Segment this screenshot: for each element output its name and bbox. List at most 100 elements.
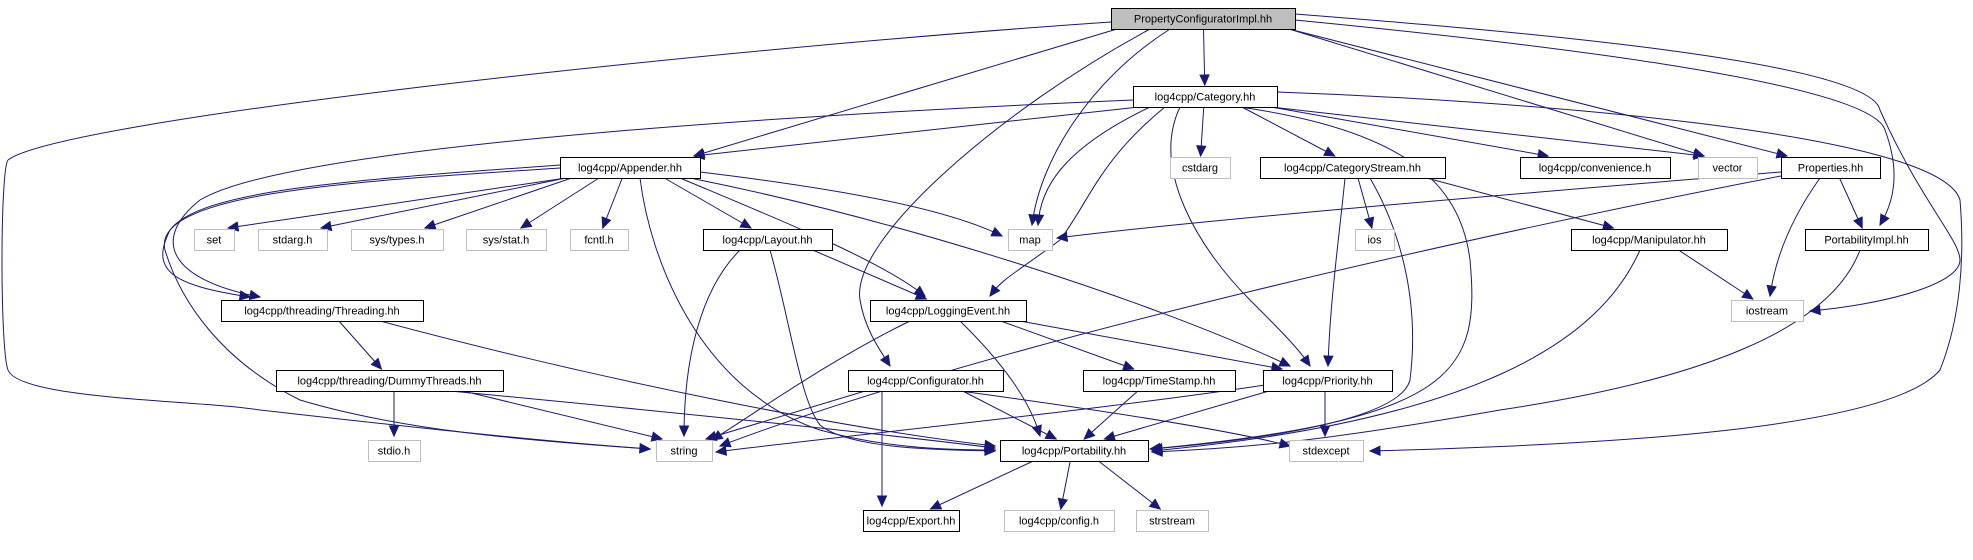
node-label: map (1019, 235, 1040, 247)
node-stdio: stdio.h (368, 440, 421, 462)
edge-category-to-vector (1270, 106, 1706, 161)
edge-dummythreads-to-string (463, 390, 664, 442)
node-string: string (656, 440, 713, 462)
edge-category-to-priority (1170, 106, 1311, 368)
edge-category-to-appender (692, 106, 1140, 161)
node-label: fcntl.h (584, 235, 613, 247)
node-category[interactable]: log4cpp/Category.hh (1133, 86, 1278, 108)
edge-properties-to-iostream (1766, 177, 1821, 298)
node-box (276, 370, 504, 392)
arrow-head-icon (423, 219, 437, 230)
edge-category-to-loggingevent (989, 106, 1166, 297)
edge-portimpl-to-portability (1150, 249, 1861, 457)
arrow-head-icon (1319, 425, 1331, 438)
node-label: string (671, 446, 698, 458)
node-priority[interactable]: log4cpp/Priority.hh (1263, 370, 1393, 392)
node-export[interactable]: log4cpp/Export.hh (863, 510, 960, 532)
node-properties[interactable]: Properties.hh (1781, 157, 1881, 179)
node-label: log4cpp/config.h (1019, 516, 1099, 528)
node-appender[interactable]: log4cpp/Appender.hh (560, 157, 701, 179)
edge-appender-to-fcntl (601, 177, 623, 230)
edge-pci-to-portimpl (1294, 19, 1895, 227)
arrow-head-icon (639, 443, 652, 454)
edge-line (1288, 28, 1705, 157)
node-stdexcept: stdexcept (1289, 440, 1364, 462)
node-label: log4cpp/Portability.hh (1022, 446, 1126, 458)
node-box (1263, 370, 1393, 392)
edge-category-to-map (1033, 106, 1151, 227)
node-label: log4cpp/Layout.hh (723, 235, 813, 247)
edge-line (711, 320, 911, 441)
arrow-head-icon (519, 217, 533, 229)
edge-line (1288, 28, 1788, 157)
node-cstdarg: cstdarg (1170, 157, 1231, 179)
edge-line (719, 175, 1782, 447)
node-label: log4cpp/Priority.hh (1282, 376, 1372, 388)
edge-category-to-catstream (1241, 106, 1336, 157)
arrow-head-icon (370, 357, 383, 370)
edge-line (1037, 106, 1151, 226)
node-label: sys/stat.h (483, 235, 529, 247)
node-iostream: iostream (1731, 300, 1804, 322)
edge-catstream-to-ios (1357, 177, 1375, 230)
edge-line (1170, 106, 1311, 367)
node-label: ios (1367, 235, 1382, 247)
node-label: stdarg.h (273, 235, 313, 247)
edge-line (1678, 249, 1754, 300)
arrow-head-icon (1150, 446, 1163, 457)
edge-catstream-to-manipulator (1426, 177, 1615, 231)
node-configurator[interactable]: log4cpp/Configurator.hh (848, 370, 1004, 392)
node-box (1355, 229, 1395, 251)
node-box (863, 510, 960, 532)
node-label: cstdarg (1182, 163, 1218, 175)
node-box (258, 229, 328, 251)
edge-category-to-stdexcept (1276, 91, 1963, 456)
node-portimpl[interactable]: PortabilityImpl.hh (1805, 229, 1929, 251)
edge-category-to-threading (172, 99, 1134, 301)
node-label: log4cpp/LoggingEvent.hh (886, 306, 1010, 318)
arrow-head-icon (983, 441, 997, 452)
node-box (1698, 157, 1758, 179)
edge-line (683, 249, 741, 437)
arrow-head-icon (1196, 145, 1207, 158)
arrow-head-icon (388, 425, 400, 438)
edge-line (1056, 171, 1782, 239)
edge-line (163, 167, 651, 450)
node-threading[interactable]: log4cpp/threading/Threading.hh (221, 300, 424, 322)
edge-line (705, 390, 866, 440)
node-catstream[interactable]: log4cpp/CategoryStream.hh (1260, 157, 1446, 179)
node-pci[interactable]: PropertyConfiguratorImpl.hh (1111, 8, 1296, 30)
arrow-head-icon (248, 289, 262, 301)
edge-configurator-to-portability (962, 390, 1058, 440)
edge-timestamp-to-portability (1083, 390, 1139, 440)
edge-line (1294, 19, 1895, 226)
node-loggingevent[interactable]: log4cpp/LoggingEvent.hh (870, 300, 1027, 322)
edge-line (693, 106, 1140, 157)
arrow-head-icon (1368, 445, 1381, 456)
node-timestamp[interactable]: log4cpp/TimeStamp.hh (1083, 370, 1236, 392)
edge-line (1098, 460, 1161, 510)
arrow-head-icon (1055, 231, 1069, 242)
node-layout[interactable]: log4cpp/Layout.hh (703, 229, 833, 251)
arrow-head-icon (718, 437, 732, 448)
node-systypes: sys/types.h (351, 229, 444, 251)
edge-pci-to-configurator (859, 28, 1151, 368)
node-label: PortabilityImpl.hh (1824, 235, 1908, 247)
node-dummythreads[interactable]: log4cpp/threading/DummyThreads.hh (276, 370, 504, 392)
edge-line (1151, 249, 1641, 452)
arrow-head-icon (1299, 354, 1311, 368)
edge-portability-to-config (1057, 460, 1071, 511)
arrow-head-icon (1199, 74, 1210, 87)
edge-priority-to-stdexcept (1319, 391, 1331, 438)
node-box (1000, 440, 1149, 462)
edge-properties-to-portimpl (1839, 177, 1863, 230)
edge-line (859, 28, 1151, 367)
node-convenience[interactable]: log4cpp/convenience.h (1520, 157, 1671, 179)
node-portability[interactable]: log4cpp/Portability.hh (1000, 440, 1149, 462)
node-box (466, 229, 547, 251)
edge-appender-to-layout (664, 177, 753, 229)
edge-category-to-cstdarg (1196, 106, 1207, 158)
node-label: strstream (1149, 516, 1195, 528)
node-manipulator[interactable]: log4cpp/Manipulator.hh (1571, 229, 1728, 251)
arrow-head-icon (601, 216, 612, 230)
